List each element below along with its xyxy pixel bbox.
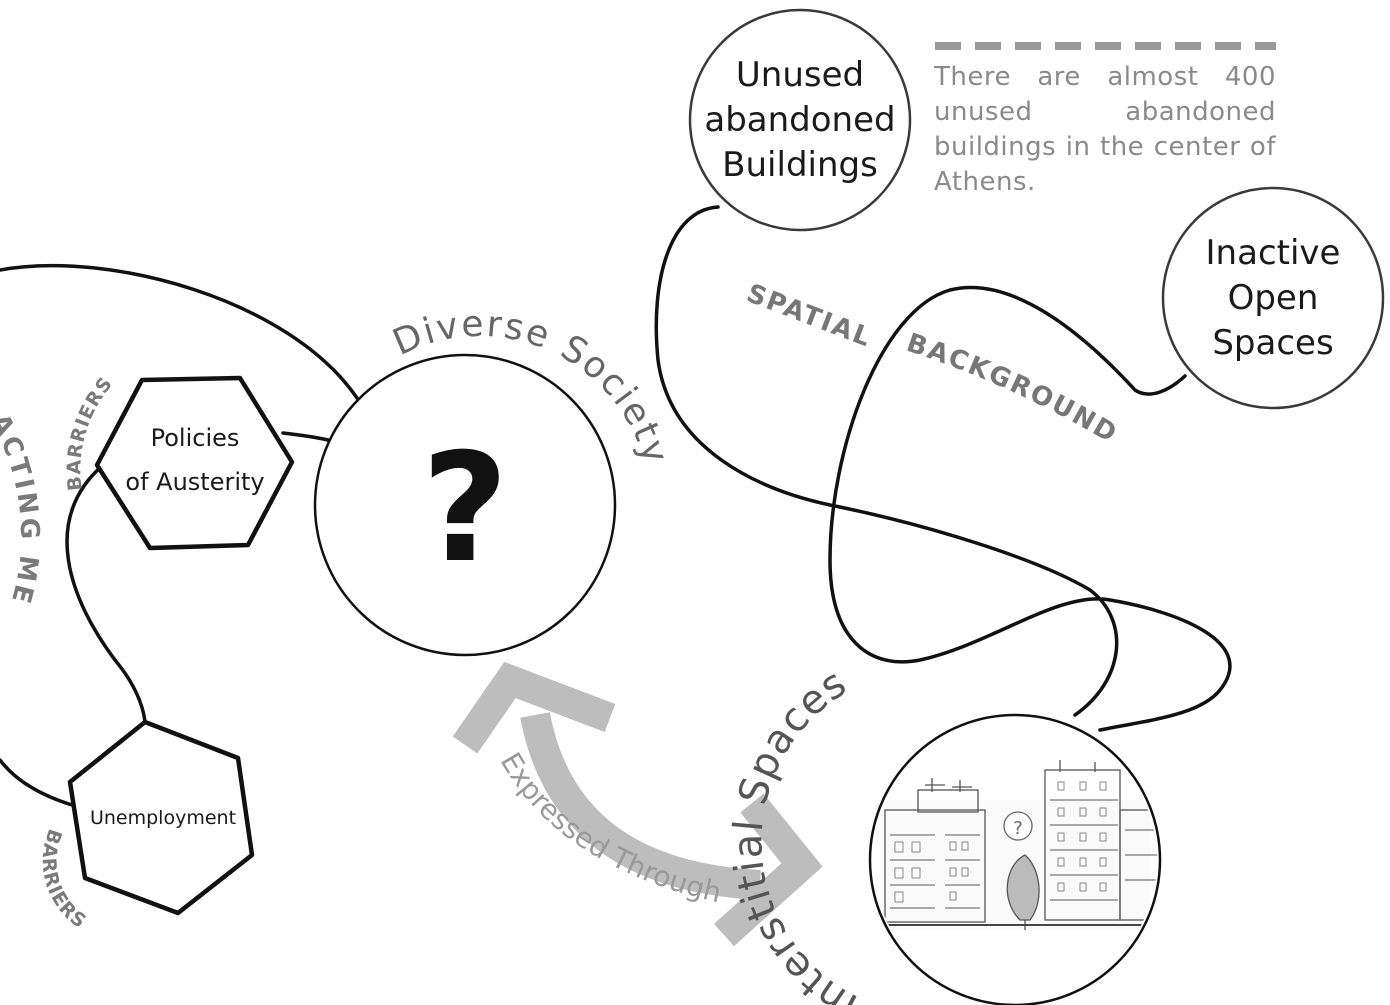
bidirectional-arrow-icon <box>452 661 823 947</box>
connector-unemployment-left <box>0 758 74 807</box>
label-acting-me: ACTING ME <box>0 409 44 609</box>
note-text: There are almost 400 unused abandoned bu… <box>934 62 1276 197</box>
connector-loop-left <box>0 263 359 400</box>
node-policies-of-austerity <box>94 375 295 551</box>
inactive-open-spaces-label: Inactive Open Spaces <box>1205 232 1341 363</box>
apartment-buildings-sketch-icon <box>880 760 1157 930</box>
connector-spatial-loop <box>654 205 1119 717</box>
node-unemployment <box>67 719 255 916</box>
connector-background-loop <box>828 285 1232 732</box>
connector-policies-to-society <box>281 431 330 442</box>
connector-policies-to-unemployment <box>65 463 147 727</box>
svg-text:?: ? <box>1013 818 1023 839</box>
node-inactive-open-spaces <box>1161 186 1385 410</box>
label-spatial: SPATIAL <box>742 279 876 354</box>
node-diverse-society <box>313 353 617 657</box>
question-mark-bubble-icon: ? <box>1003 811 1033 841</box>
unemployment-label: Unemployment <box>89 807 237 829</box>
unused-buildings-label: Unused abandoned Buildings <box>704 54 896 185</box>
policies-of-austerity-label: Policies of Austerity <box>125 424 265 496</box>
node-unused-buildings <box>688 8 912 232</box>
node-interstitial-spaces <box>868 713 1162 1005</box>
center-symbol: ? <box>421 422 508 596</box>
